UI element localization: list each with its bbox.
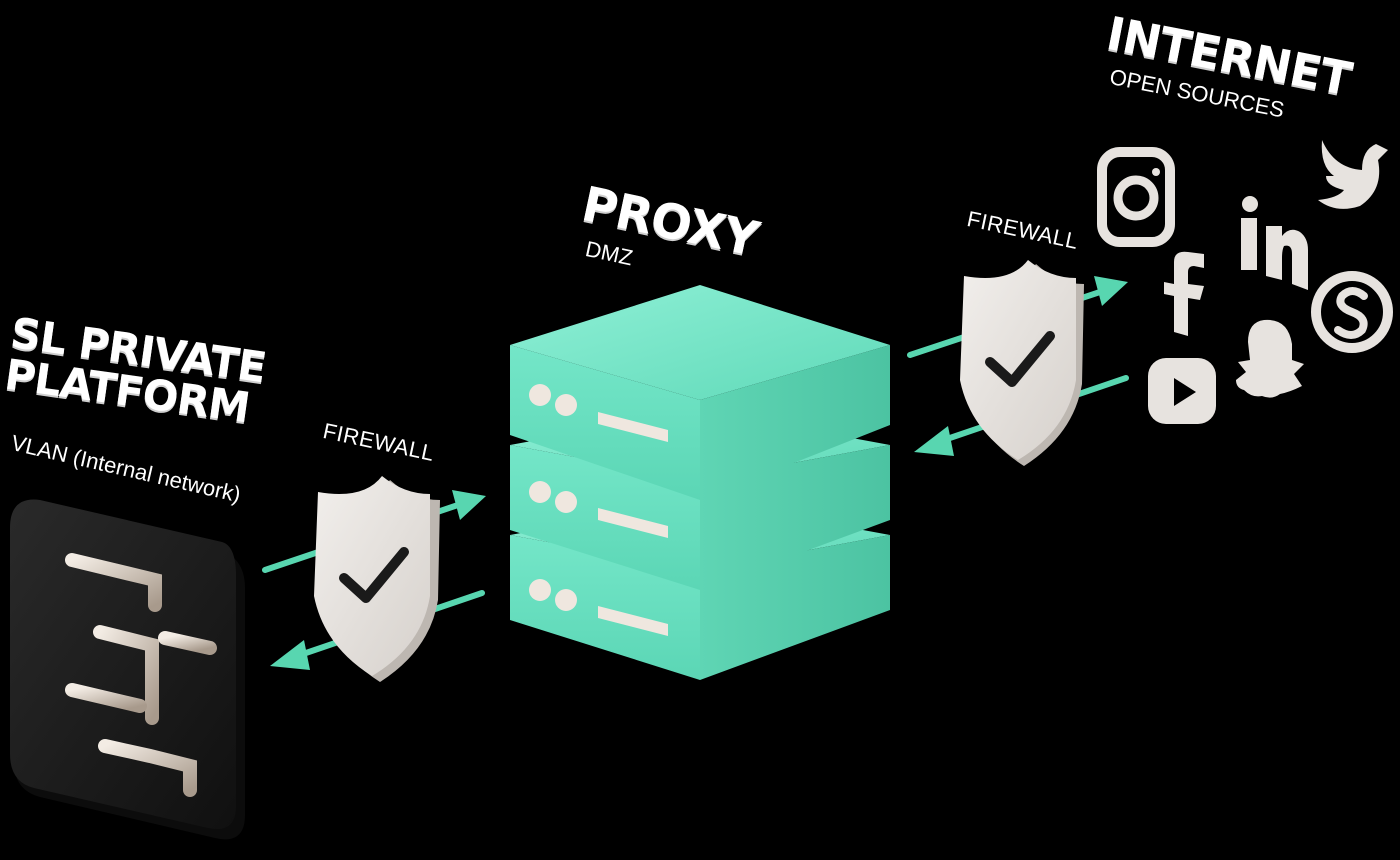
linkedin-icon [1241,196,1308,290]
platform-tile [10,499,245,840]
instagram-icon [1097,147,1175,247]
firewall-left-shield-icon [314,476,440,682]
skype-icon [1311,271,1393,353]
twitter-icon [1318,140,1388,209]
facebook-icon [1164,251,1204,336]
snapchat-icon [1236,319,1304,398]
youtube-icon [1148,358,1216,424]
firewall-right-shield-icon [960,260,1084,466]
platform-logo-icon [51,541,217,797]
proxy-server-stack [510,285,890,680]
server-unit-1 [510,285,890,500]
